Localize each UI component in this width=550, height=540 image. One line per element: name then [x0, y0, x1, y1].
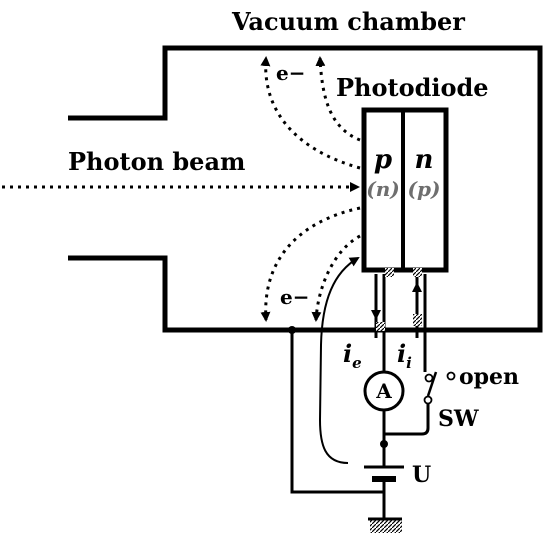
vacuum-chamber-label: Vacuum chamber: [231, 7, 465, 36]
chamber-junction-dot: [288, 326, 296, 334]
node-dot: [380, 440, 388, 448]
photodiode: [361, 107, 449, 273]
circuit-wires: [290, 274, 430, 520]
electron-path-up-inner: [315, 56, 361, 142]
switch-open-label: open: [459, 364, 519, 390]
ammeter: [363, 370, 405, 412]
voltage-label: U: [412, 462, 431, 488]
switch: [423, 371, 456, 405]
ground-symbol: [368, 517, 402, 533]
n-layer-alt-label: (p): [408, 177, 441, 201]
ammeter-label: A: [375, 379, 392, 403]
vacuum-chamber-outline: [68, 45, 543, 333]
photodiode-label: Photodiode: [336, 73, 489, 102]
switch-label: SW: [438, 406, 479, 432]
current-label-e: ie: [343, 339, 362, 372]
p-layer-label: p: [374, 145, 392, 175]
p-layer-alt-label: (n): [366, 177, 399, 201]
return-current-path: [318, 256, 360, 464]
feedthroughs: [376, 268, 422, 331]
voltage-source: [364, 465, 404, 482]
electron-paths: [260, 56, 361, 322]
electron-label-bottom: e−: [280, 285, 309, 309]
photon-beam-label: Photon beam: [68, 147, 245, 176]
n-layer-label: n: [415, 145, 434, 175]
current-label-i: ii: [397, 339, 412, 372]
electron-label-top: e−: [276, 61, 305, 85]
electron-path-down-inner: [311, 234, 361, 322]
